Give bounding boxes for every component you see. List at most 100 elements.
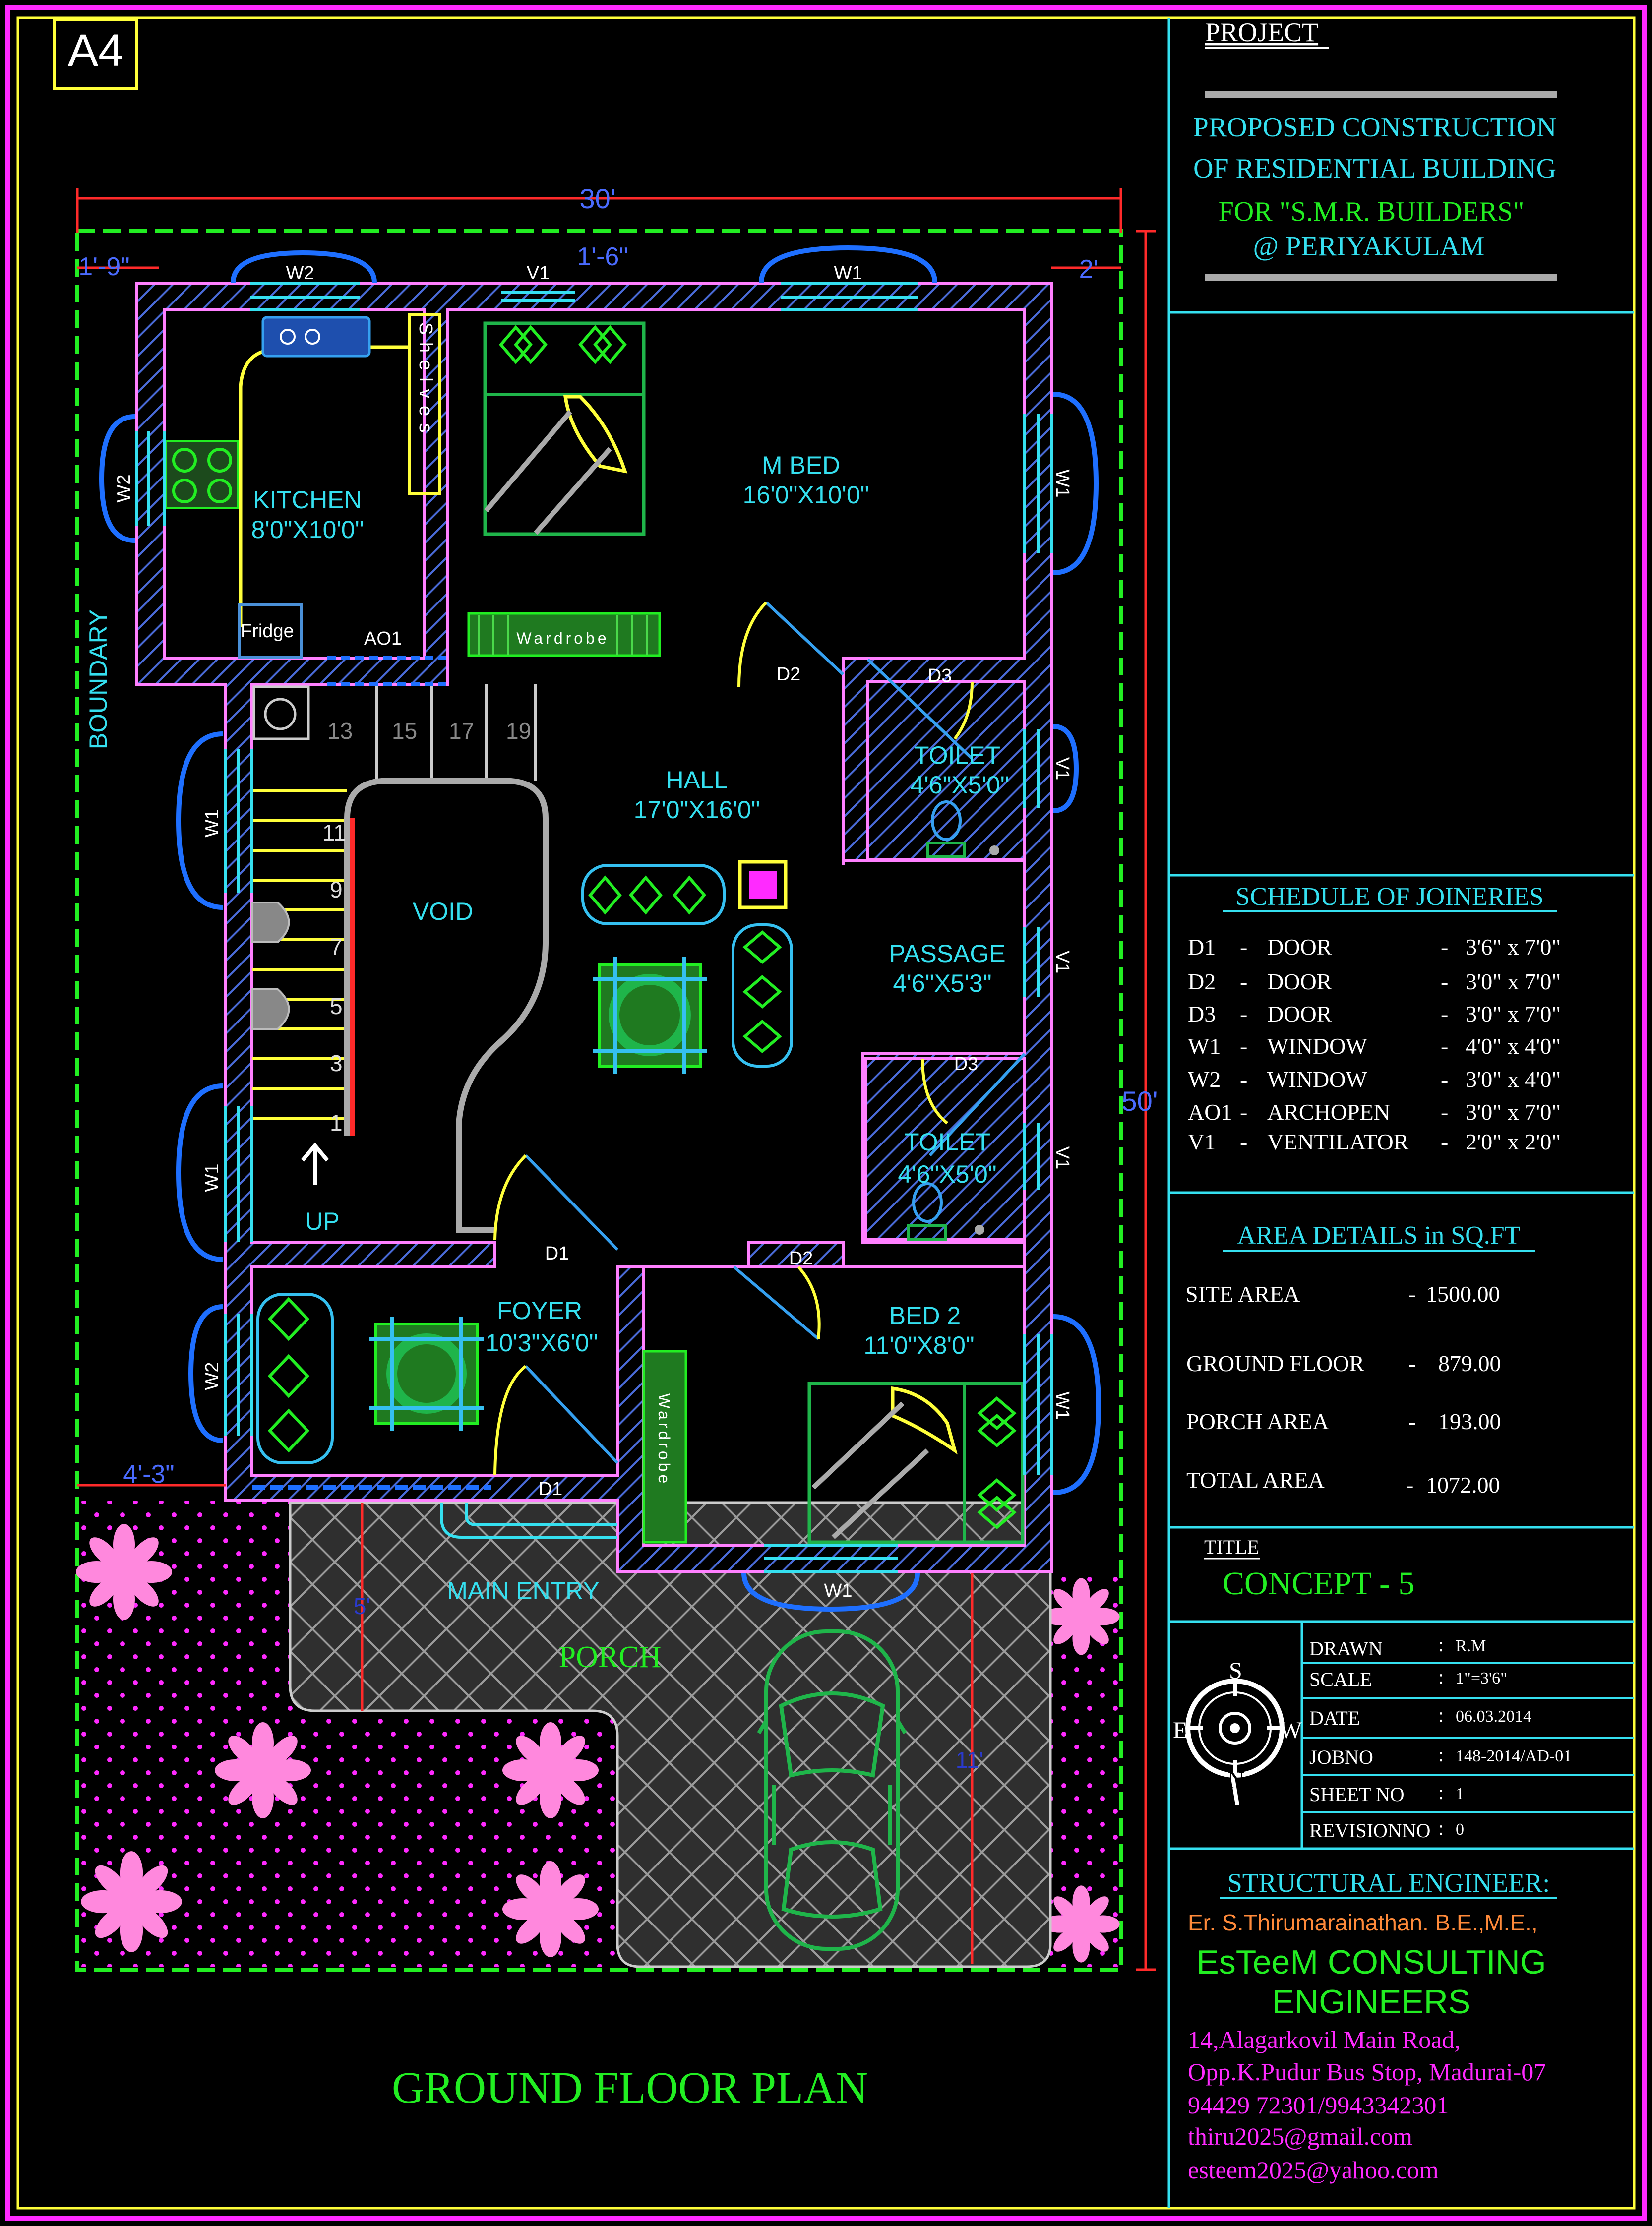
shelves-label: S h e l v e s (415, 322, 436, 434)
site-boundary (75, 229, 1123, 1972)
passage-label: PASSAGE (889, 940, 1005, 967)
info-row: SHEET NO:1 (1309, 1781, 1464, 1805)
svg-text:DOOR: DOOR (1267, 934, 1332, 960)
schedule-row: D2-DOOR-3'0" x 7'0" (1188, 969, 1561, 994)
svg-text:3'6" x 7'0": 3'6" x 7'0" (1466, 934, 1561, 960)
svg-text:1: 1 (330, 1110, 343, 1136)
svg-text::: : (1438, 1744, 1444, 1766)
boundary-label: BOUNDARY (84, 609, 112, 749)
ventilator-label: V1 (527, 263, 550, 284)
svg-text:13: 13 (327, 718, 353, 744)
wardrobe-label: Wardrobe (516, 629, 609, 647)
svg-text:-: - (1240, 1001, 1247, 1026)
svg-text:VENTILATOR: VENTILATOR (1267, 1129, 1409, 1154)
area-row: GROUND FLOOR-879.00 (1186, 1351, 1501, 1376)
main-entry-label: MAIN ENTRY (447, 1577, 599, 1605)
project-line-3: FOR "S.M.R. BUILDERS" (1219, 196, 1525, 227)
svg-text:148-2014/AD-01: 148-2014/AD-01 (1456, 1747, 1572, 1765)
svg-text:R.M: R.M (1456, 1637, 1486, 1655)
compass-n: N (1227, 1767, 1245, 1793)
address-line-2: Opp.K.Pudur Bus Stop, Madurai-07 (1188, 2058, 1546, 2086)
svg-text:AO1: AO1 (1188, 1099, 1232, 1125)
foyer-size: 10'3"X6'0" (486, 1329, 598, 1357)
mbed-size: 16'0"X10'0" (743, 481, 869, 509)
svg-text:-: - (1441, 934, 1448, 960)
overall-length-dim: 50' (1122, 1085, 1158, 1117)
svg-text:4'0" x 4'0": 4'0" x 4'0" (1466, 1033, 1561, 1059)
svg-text:DOOR: DOOR (1267, 969, 1332, 994)
svg-text:DRAWN: DRAWN (1309, 1637, 1383, 1660)
compass-e: E (1173, 1717, 1187, 1744)
svg-text:-: - (1408, 1281, 1416, 1307)
schedule-row: W2-WINDOW-3'0" x 4'0" (1188, 1067, 1561, 1092)
svg-text:1072.00: 1072.00 (1426, 1472, 1500, 1498)
sofa-icon (732, 923, 793, 1068)
dimension-lines (76, 188, 1156, 1971)
svg-text:-: - (1441, 1099, 1448, 1125)
svg-text:15: 15 (392, 718, 417, 744)
door-label: D1 (545, 1243, 569, 1264)
svg-text:-: - (1240, 1099, 1247, 1125)
window-label: W2 (114, 475, 134, 503)
svg-text:-: - (1441, 1129, 1448, 1154)
svg-text:DOOR: DOOR (1267, 1001, 1332, 1026)
title-label: TITLE (1204, 1536, 1259, 1558)
svg-text:WINDOW: WINDOW (1267, 1033, 1367, 1059)
project-line-1: PROPOSED CONSTRUCTION (1193, 112, 1557, 143)
info-row: DRAWN:R.M (1309, 1633, 1486, 1660)
svg-text:D2: D2 (1188, 969, 1216, 994)
svg-text:TOTAL AREA: TOTAL AREA (1186, 1467, 1325, 1493)
master-bed-furniture (467, 321, 661, 657)
washbasin-icon (252, 685, 310, 740)
schedule-row: AO1-ARCHOPEN-3'0" x 7'0" (1188, 1099, 1561, 1125)
svg-text:5: 5 (330, 993, 343, 1019)
firm-name-1: EsTeeM CONSULTING (1196, 1943, 1546, 1981)
project-line-4: @ PERIYAKULAM (1253, 231, 1485, 262)
window-label: W1 (202, 1164, 223, 1192)
plan-labels: 30' 50' 1'-9" 1'-6" 2' 4'-3" 5' 11' KITC… (78, 183, 1158, 2112)
bed2-furniture (642, 1350, 1025, 1544)
wc-icon (912, 1182, 943, 1223)
bed2-size: 11'0"X8'0" (863, 1331, 974, 1359)
schedule-row: D3-DOOR-3'0" x 7'0" (1188, 1001, 1561, 1026)
svg-text:3'0" x 4'0": 3'0" x 4'0" (1466, 1067, 1561, 1092)
svg-text:-: - (1240, 1129, 1247, 1154)
info-row: SCALE:1"=3'6" (1309, 1666, 1507, 1690)
info-row: JOBNO:148-2014/AD-01 (1309, 1744, 1572, 1768)
area-table: SITE AREA-1500.00 GROUND FLOOR-879.00 PO… (1185, 1281, 1501, 1498)
compass-icon: S E W N (1173, 1658, 1302, 1805)
svg-text:-: - (1441, 1033, 1448, 1059)
staircase: 1 3 5 7 9 11 13 15 17 19 (251, 684, 549, 1233)
svg-text:SCALE: SCALE (1309, 1668, 1372, 1690)
kitchen-size: 8'0"X10'0" (251, 516, 364, 543)
svg-text:-: - (1441, 1067, 1448, 1092)
fridge-icon (238, 603, 303, 659)
porch-dim-a: 5' (354, 1593, 370, 1619)
garden (76, 1501, 1120, 1967)
bed-icon (807, 1382, 1025, 1544)
svg-text::: : (1438, 1704, 1444, 1726)
sheet-size-label: A4 (68, 25, 124, 76)
svg-text:193.00: 193.00 (1438, 1409, 1501, 1434)
engineer-name: Er. S.Thirumarainathan. B.E.,M.E., (1188, 1910, 1538, 1935)
svg-text:-: - (1441, 1001, 1448, 1026)
window-label: W2 (202, 1362, 223, 1390)
hall-size: 17'0"X16'0" (634, 796, 760, 824)
address-line-1: 14,Alagarkovil Main Road, (1188, 2026, 1461, 2053)
fridge-label: Fridge (241, 621, 294, 642)
svg-text:JOBNO: JOBNO (1309, 1746, 1373, 1768)
concept-title: CONCEPT - 5 (1223, 1565, 1415, 1602)
window-label: W1 (1052, 1392, 1073, 1420)
sheet-border (5, 5, 1647, 2221)
overall-width-dim: 30' (580, 183, 616, 214)
svg-text:-: - (1441, 969, 1448, 994)
window-label: W1 (824, 1580, 853, 1601)
svg-text::: : (1438, 1666, 1444, 1688)
windows (99, 245, 1101, 1612)
svg-text:-: - (1240, 1033, 1247, 1059)
svg-text:1: 1 (1456, 1785, 1464, 1803)
svg-text:SHEET NO: SHEET NO (1309, 1783, 1404, 1805)
schedule-row: W1-WINDOW-4'0" x 4'0" (1188, 1033, 1561, 1059)
schedule-row: D1-DOOR-3'6" x 7'0" (1188, 934, 1561, 960)
sink-icon (261, 316, 371, 358)
